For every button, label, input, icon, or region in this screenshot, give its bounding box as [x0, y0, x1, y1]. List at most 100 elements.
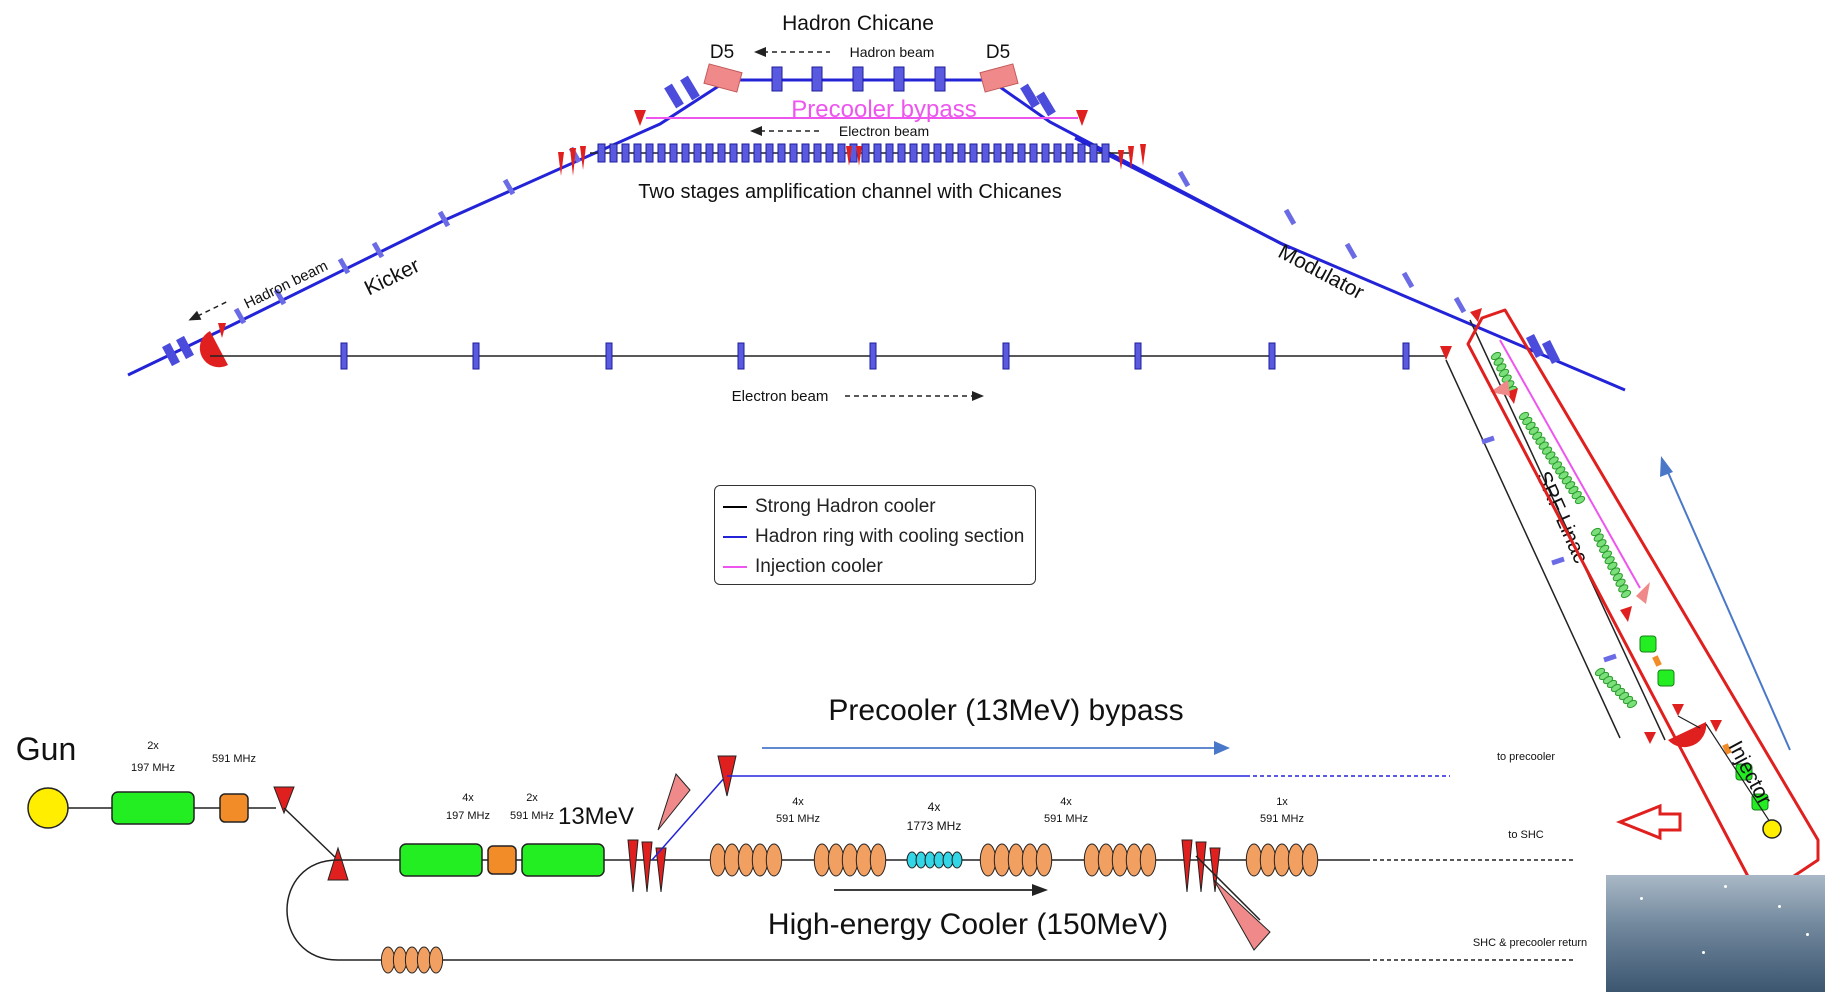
cavity-197-2x — [111, 791, 195, 825]
harmonic-cavity — [906, 851, 963, 869]
linac-cell — [723, 843, 741, 877]
d5-left-label: D5 — [710, 42, 734, 63]
kicker-label: Kicker — [361, 254, 424, 300]
amplification-magnet — [633, 143, 642, 163]
amplification-magnet — [861, 143, 870, 163]
linac-cell — [1287, 843, 1305, 877]
linac-cell — [1097, 843, 1115, 877]
return-cell — [380, 946, 396, 974]
shc-magnet — [1134, 342, 1142, 370]
to-shc-label: to SHC — [1508, 829, 1544, 841]
linac-cell — [1259, 843, 1277, 877]
harmonic-cell — [942, 851, 954, 869]
merger-line — [283, 807, 339, 861]
amplification-magnet — [1029, 143, 1038, 163]
dump-arrow-13 — [657, 773, 691, 831]
legend-label: Strong Hadron cooler — [755, 496, 936, 517]
return-cell — [392, 946, 408, 974]
amplification-magnet — [765, 143, 774, 163]
shc-merge-dipole — [1440, 346, 1452, 360]
star-dot — [1640, 897, 1643, 900]
high-energy-cooler-label: High-energy Cooler (150MeV) — [768, 908, 1168, 941]
amplification-magnet — [777, 143, 786, 163]
star-dot — [1724, 885, 1727, 888]
linac-cavities — [709, 843, 1319, 877]
return-cell — [416, 946, 432, 974]
cav3-freq: 197 MHz — [446, 810, 490, 822]
injection-cooler-line — [1499, 339, 1641, 589]
merger-dipole — [327, 846, 349, 881]
harm-freq: 1773 MHz — [907, 819, 962, 833]
amplification-magnet — [693, 143, 702, 163]
electron-beam-bottom-label: Electron beam — [732, 388, 829, 405]
amplification-magnet — [1089, 143, 1098, 163]
amplification-dipoles — [558, 144, 1146, 176]
amplification-magnet — [609, 143, 618, 163]
ring-quadrupoles — [233, 146, 1467, 325]
legend: Strong Hadron cooler Hadron ring with co… — [714, 485, 1036, 585]
chicane-150mev — [1181, 839, 1221, 893]
injector-direction-arrow — [1660, 456, 1791, 751]
amplification-magnet — [789, 143, 798, 163]
legend-item-hadron-ring: Hadron ring with cooling section — [723, 522, 1027, 552]
linac3-freq: 591 MHz — [1260, 813, 1304, 825]
legend-swatch-hadron-ring — [723, 536, 747, 538]
hadron-beam-top-label: Hadron beam — [850, 44, 935, 60]
star-dot — [1778, 905, 1781, 908]
harm-count: 4x — [928, 800, 941, 814]
amplification-magnet — [1077, 143, 1086, 163]
star-dot — [1702, 951, 1705, 954]
high-energy-arrow — [834, 884, 1048, 896]
linac-cell — [841, 843, 859, 877]
linac-cell — [869, 843, 887, 877]
amplification-label: Two stages amplification channel with Ch… — [638, 181, 1062, 203]
star-dot — [1806, 933, 1809, 936]
shc-magnet — [1002, 342, 1010, 370]
hadron-beam-left-arrow — [188, 299, 231, 321]
amplification-magnet — [597, 143, 606, 163]
amplification-magnet — [1065, 143, 1074, 163]
linac-cell — [1273, 843, 1291, 877]
amplification-magnet — [621, 143, 630, 163]
cav4-count: 2x — [526, 792, 538, 804]
amplification-magnet — [897, 143, 906, 163]
linac-cell — [709, 843, 727, 877]
gun-dipole — [273, 786, 295, 815]
linac-cell — [1035, 843, 1053, 877]
linac-cell — [1245, 843, 1263, 877]
corner-photo — [1606, 875, 1825, 992]
electron-beam-top-arrow — [750, 126, 822, 136]
harmonic-cell — [924, 851, 936, 869]
legend-item-injection: Injection cooler — [723, 552, 1027, 582]
amplification-magnet — [825, 143, 834, 163]
amplification-magnet — [705, 143, 714, 163]
amplification-magnet — [753, 143, 762, 163]
linac1-count: 4x — [792, 796, 804, 808]
linac3-count: 1x — [1276, 796, 1288, 808]
legend-swatch-shc — [723, 506, 747, 508]
amplification-magnet — [681, 143, 690, 163]
linac-cell — [1007, 843, 1025, 877]
amplification-magnet — [741, 143, 750, 163]
legend-swatch-injection — [723, 566, 747, 568]
amplification-magnet — [657, 143, 666, 163]
return-loop — [286, 859, 339, 961]
harmonic-cell — [951, 851, 963, 869]
harmonic-cell — [915, 851, 927, 869]
linac-cell — [1111, 843, 1129, 877]
shc-magnet — [1268, 342, 1276, 370]
linac-cell — [1301, 843, 1319, 877]
amplification-magnet — [729, 143, 738, 163]
amplification-magnet — [981, 143, 990, 163]
amplification-magnet — [993, 143, 1002, 163]
shc-magnet — [869, 342, 877, 370]
return-cavity — [380, 946, 444, 974]
harmonic-cell — [933, 851, 945, 869]
linac-cell — [813, 843, 831, 877]
energy-13mev-label: 13MeV — [558, 803, 634, 830]
bypass-dipole-right — [1076, 110, 1088, 126]
harmonic-cell — [906, 851, 918, 869]
amplification-magnet — [945, 143, 954, 163]
linac-cell — [737, 843, 755, 877]
